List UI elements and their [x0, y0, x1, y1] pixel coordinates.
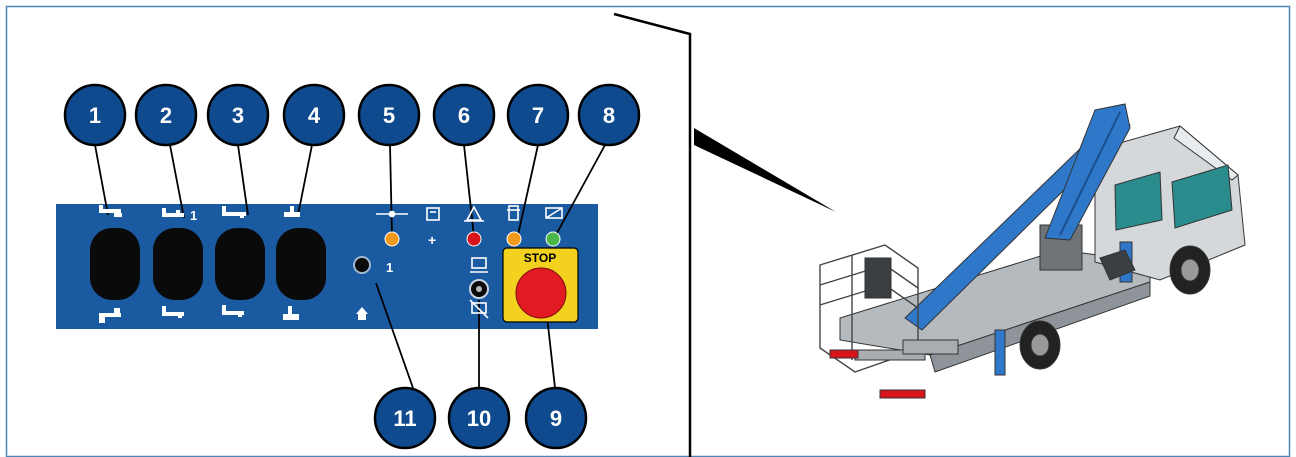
callouts: 1 2 3 4 5 6 7 8 — [63, 83, 641, 450]
callout-4: 4 — [282, 83, 346, 147]
level-icon — [376, 210, 408, 218]
toggle-switches — [90, 228, 326, 300]
toggle-switch-3[interactable] — [215, 228, 265, 300]
svg-text:3: 3 — [232, 103, 244, 128]
svg-text:8: 8 — [603, 103, 615, 128]
callout-5: 5 — [357, 83, 421, 147]
stop-button[interactable] — [515, 267, 567, 319]
home-icon — [356, 307, 368, 320]
jib-down-icon — [283, 306, 299, 320]
lamp-green-8 — [545, 231, 561, 247]
zoom-wedge — [694, 128, 836, 212]
boom-raise-icon — [162, 208, 184, 217]
overload-icon — [507, 205, 520, 221]
svg-text:2: 2 — [160, 103, 172, 128]
svg-text:4: 4 — [308, 103, 321, 128]
key-switch-icon[interactable] — [469, 279, 489, 299]
toggle-switch-4[interactable] — [276, 228, 326, 300]
callout-8: 8 — [577, 83, 641, 147]
indicator-lamps — [384, 231, 561, 247]
stop-label: STOP — [524, 251, 556, 265]
port-label: 1 — [386, 260, 393, 275]
platform-icon — [470, 257, 488, 273]
cab-window — [1171, 164, 1233, 229]
telescope-retract-icon — [222, 305, 244, 317]
lamp-orange-5 — [384, 231, 400, 247]
switch2-label: 1 — [190, 208, 197, 223]
svg-text:6: 6 — [458, 103, 470, 128]
zoom-leader-line — [613, 12, 692, 457]
outrigger-lower-icon — [99, 308, 121, 323]
no-platform-icon — [469, 299, 489, 319]
control-panel: 1 + 1 — [56, 144, 606, 389]
aerial-lift-truck-illustration — [819, 103, 1246, 399]
svg-text:9: 9 — [550, 406, 562, 431]
callout-11: 11 — [373, 386, 437, 450]
callout-1: 1 — [63, 83, 127, 147]
svg-text:1: 1 — [89, 103, 101, 128]
toggle-switch-2[interactable] — [153, 228, 203, 300]
svg-text:5: 5 — [383, 103, 395, 128]
telescope-extend-icon — [222, 206, 246, 218]
callout-2: 2 — [134, 83, 198, 147]
callout-10: 10 — [447, 386, 511, 450]
lamp-red-6 — [466, 231, 482, 247]
outrigger-raise-icon — [99, 205, 122, 217]
svg-text:11: 11 — [393, 406, 416, 431]
callout-6: 6 — [432, 83, 496, 147]
emergency-stop[interactable]: STOP — [502, 247, 579, 323]
svg-text:10: 10 — [467, 406, 491, 431]
toggle-switch-1[interactable] — [90, 228, 140, 300]
battery-icon — [545, 207, 563, 219]
lamp-orange-7 — [506, 231, 522, 247]
load-icon — [426, 207, 440, 221]
callout-7: 7 — [506, 83, 570, 147]
plus-sign: + — [428, 232, 436, 248]
callout-9: 9 — [524, 386, 588, 450]
jib-up-icon — [284, 206, 300, 217]
callout-3: 3 — [206, 83, 270, 147]
svg-text:7: 7 — [532, 103, 544, 128]
auxiliary-port[interactable] — [353, 256, 371, 274]
tilt-warning-icon — [464, 205, 484, 222]
boom-lower-icon — [162, 306, 184, 318]
